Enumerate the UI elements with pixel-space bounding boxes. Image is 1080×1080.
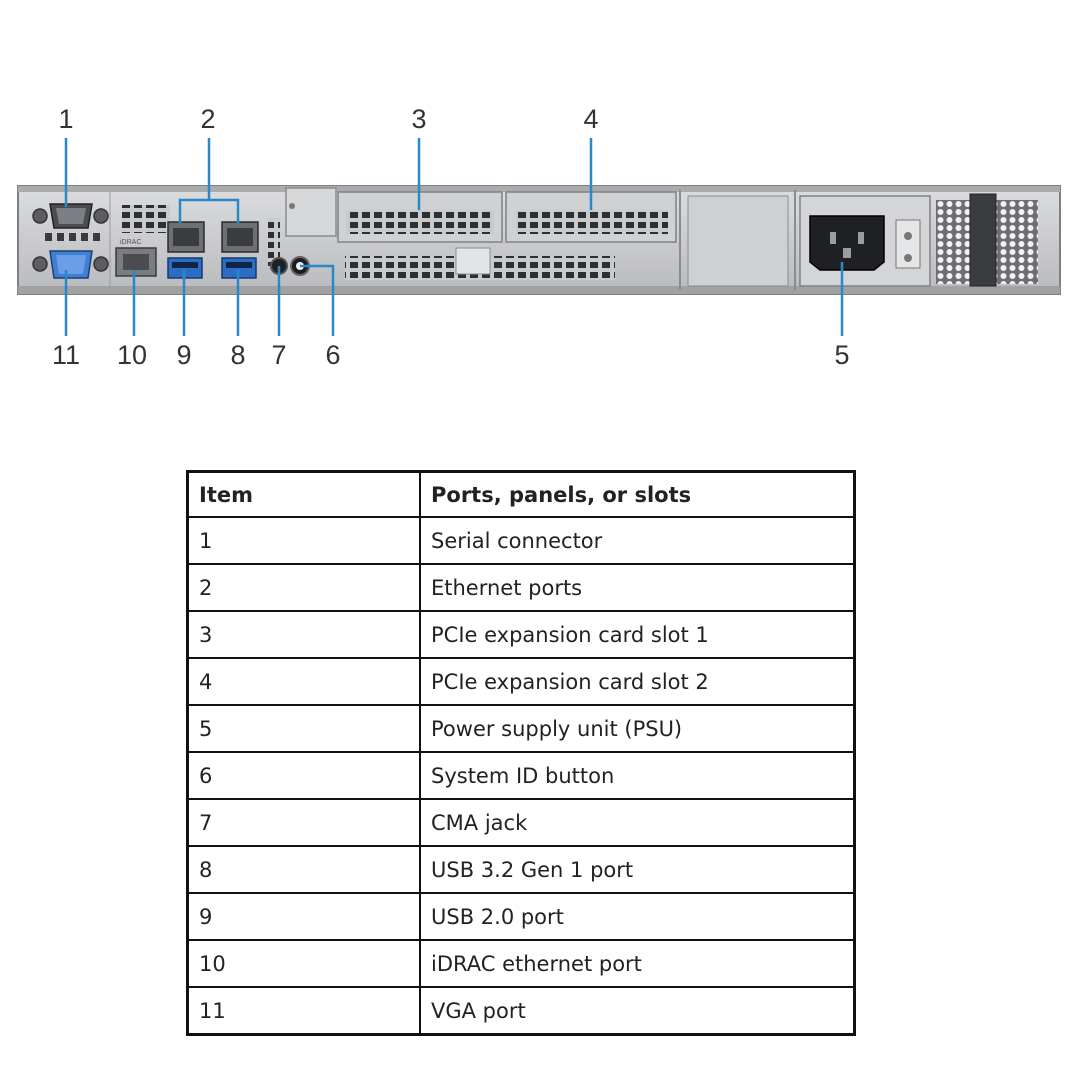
cell-item: 5: [186, 704, 421, 753]
vent-grid-left-2: [268, 218, 280, 266]
server-rear-panel-diagram: iDRAC: [17, 104, 1061, 370]
cell-item: 3: [186, 610, 421, 659]
ethernet-ports: [167, 221, 259, 253]
cell-item: 10: [186, 939, 421, 988]
power-supply-unit: [799, 193, 1038, 287]
callout-numbers: 1 2 3 4 5 6 7 8 9 10 11: [52, 104, 850, 370]
serial-connector: [32, 203, 109, 229]
vent-grid-left: [122, 205, 170, 233]
callout-10: 10: [117, 340, 147, 370]
callout-3: 3: [411, 104, 426, 134]
cell-description: System ID button: [419, 751, 856, 800]
callout-6: 6: [325, 340, 340, 370]
leader-lines: [64, 138, 844, 336]
callout-2: 2: [200, 104, 215, 134]
cell-description: Power supply unit (PSU): [419, 704, 856, 753]
bracket-tab: [455, 247, 491, 275]
cell-description: CMA jack: [419, 798, 856, 847]
cell-item: 11: [186, 986, 421, 1036]
indicator-pads: [45, 233, 100, 241]
cell-description: PCIe expansion card slot 1: [419, 610, 856, 659]
cell-description: iDRAC ethernet port: [419, 939, 856, 988]
vga-port: [32, 250, 109, 279]
cell-description: USB 3.2 Gen 1 port: [419, 845, 856, 894]
cell-item: 4: [186, 657, 421, 706]
callout-9: 9: [176, 340, 191, 370]
pcie-riser-bracket: [285, 187, 337, 237]
cell-item: 8: [186, 845, 421, 894]
callout-4: 4: [583, 104, 598, 134]
callout-7: 7: [271, 340, 286, 370]
cell-description: VGA port: [419, 986, 856, 1036]
cell-item: 6: [186, 751, 421, 800]
idrac-ethernet-port: iDRAC: [115, 239, 157, 277]
cell-description: Serial connector: [419, 516, 856, 565]
cell-item: 1: [186, 516, 421, 565]
callout-8: 8: [230, 340, 245, 370]
cell-item: 7: [186, 798, 421, 847]
usb-2-0-port: [167, 257, 203, 279]
callout-1: 1: [58, 104, 73, 134]
header-ports: Ports, panels, or slots: [419, 470, 856, 518]
cell-item: 9: [186, 892, 421, 941]
pcie-slot-1: [337, 191, 503, 243]
table-header-row: Item Ports, panels, or slots: [186, 470, 856, 518]
cell-description: PCIe expansion card slot 2: [419, 657, 856, 706]
callout-5: 5: [834, 340, 849, 370]
blank-panel: [687, 195, 789, 287]
cell-description: USB 2.0 port: [419, 892, 856, 941]
cell-description: Ethernet ports: [419, 563, 856, 612]
callout-11: 11: [52, 340, 80, 370]
idrac-label: iDRAC: [120, 239, 141, 246]
header-item: Item: [186, 470, 421, 518]
cell-item: 2: [186, 563, 421, 612]
